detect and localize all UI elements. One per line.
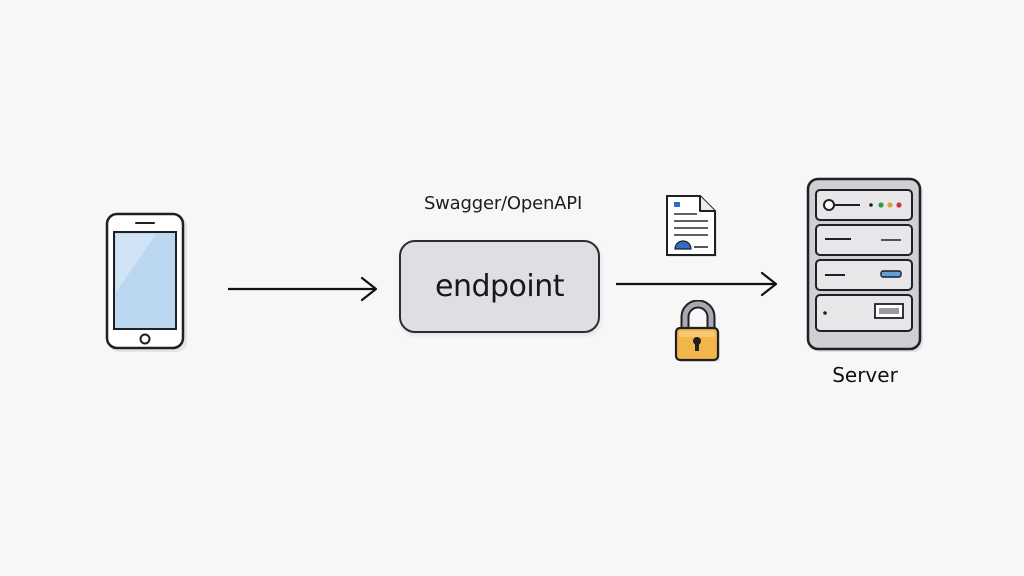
padlock-icon <box>674 300 720 362</box>
document-icon <box>666 195 717 257</box>
endpoint-node: endpoint <box>399 240 600 333</box>
spec-label: Swagger/OpenAPI <box>423 193 583 214</box>
forward-arrow <box>616 271 778 297</box>
endpoint-label: endpoint <box>434 269 565 304</box>
server-label: Server <box>832 363 898 387</box>
request-arrow <box>228 276 378 302</box>
smartphone-icon <box>105 212 187 352</box>
server-tower-icon <box>806 177 923 352</box>
